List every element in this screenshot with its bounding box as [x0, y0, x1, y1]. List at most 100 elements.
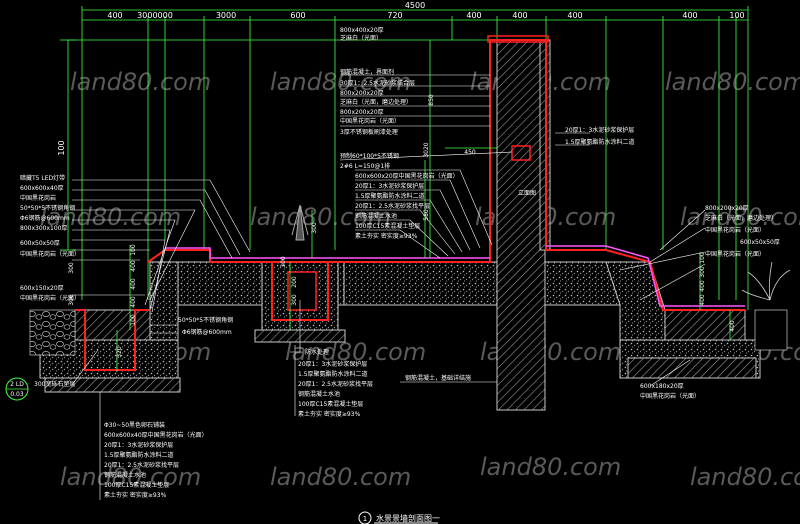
top-dimension-text: 4500 400 3000000 3000 600 720 400 400 40…	[57, 1, 745, 156]
wall-dimensions: 450 3020 850 580 300	[311, 94, 476, 234]
watermark: land80.com	[480, 453, 621, 481]
right-layer-label: 1.5厚聚氨酯防水涂料二道	[565, 138, 635, 146]
dimension-label: 400	[567, 11, 582, 20]
dimension-label: 100	[130, 314, 137, 326]
watermark: land80.com	[60, 463, 201, 491]
mid-layer-label: 1.5厚聚氨酯防水涂料二道	[355, 192, 425, 200]
left-layer-label: 600x50x50厚	[20, 240, 60, 247]
right-dimension-text: 100 300 400 400 400	[699, 252, 736, 332]
dimension-label: 720	[387, 11, 402, 20]
watermark: land80.com	[250, 203, 391, 231]
outlet-box	[511, 145, 531, 161]
right-bottom-label: 600x180x20厚	[640, 383, 684, 390]
dimension-label: 300	[311, 222, 318, 234]
left-layer-label: 800x300x100厚	[20, 225, 67, 232]
center-pit-inner	[287, 271, 317, 311]
left-layer-label: Φ6钢筋@600mm	[20, 214, 70, 222]
list-item: 1.5厚聚氨酯防水涂料二道	[104, 451, 174, 459]
dimension-label: 300	[699, 266, 706, 278]
cap-label: 800x400x20厚	[340, 27, 384, 34]
list-item: 100厚C15素混凝土垫层	[104, 481, 169, 489]
right-bottom-label: 中国黑花岗岩（光面）	[640, 392, 700, 400]
list-item: 钢筋混凝土水池	[104, 471, 146, 479]
right-layer-label: 20厚1：3水泥砂浆保护层	[565, 126, 634, 134]
height-dimension: 100	[57, 140, 66, 155]
dimension-label: 300	[280, 256, 287, 268]
right-annotations: 800x200x20厚 芝麻白（光面，磨边处理） 中国黑花岗岩（光面） 600x…	[640, 205, 780, 400]
left-layer-label: 600x150x20厚	[20, 285, 64, 292]
cap-note: 芝麻白（光面）	[340, 34, 382, 42]
dimension-label: 100	[699, 252, 706, 264]
wall-layer-label: 800x200x20厚	[340, 90, 384, 97]
list-item: 钢筋混凝土水池	[298, 390, 340, 398]
dimension-label: 3000000	[137, 11, 173, 20]
list-item: 600x600x40厚中国黑花岗岩（光面）	[104, 431, 208, 439]
watermark: land80.com	[665, 68, 800, 96]
dimension-label: 400	[699, 294, 706, 306]
overall-dimension: 4500	[405, 1, 425, 10]
leader-lines	[71, 74, 706, 387]
water-jet-icon	[291, 204, 309, 241]
title-text: 水景景墙剖面图一	[376, 513, 440, 523]
plant-icon	[741, 261, 791, 301]
dimension-label: 100	[729, 11, 744, 20]
watermark: land80.com	[690, 463, 800, 491]
left-bottom-list: Φ30~50黑色卵石铺装 600x600x40厚中国黑花岗岩（光面） 20厚1：…	[99, 392, 208, 500]
watermark: land80.com	[285, 338, 426, 366]
list-item: 素土夯实 密实度≥93%	[298, 410, 361, 418]
wall-layer-label: 芝麻白（光面，磨边处理）	[340, 98, 412, 106]
left-layer-label: 中国黑花岗岩（光面）	[20, 250, 80, 258]
vertical-dimensions	[116, 40, 731, 372]
drawing-title: 1 水景景墙剖面图一	[358, 511, 440, 524]
column-note: 立面图	[518, 189, 536, 197]
wall-layer-label: 800x200x20厚	[340, 109, 384, 116]
dimension-label: 400	[682, 11, 697, 20]
list-item: 20厚1：3水泥砂浆保护层	[104, 441, 173, 449]
right-layer-label: 中国黑花岗岩（光面）	[705, 226, 765, 234]
left-annotations: 暗藏T5 LED灯带 600x600x40厚 中国黑花岗岩 50*50*5不锈钢…	[20, 174, 233, 388]
left-basin-wall	[74, 309, 151, 341]
wall-cap	[487, 35, 549, 43]
watermark: land80.com	[70, 68, 211, 96]
wall-annotations: 800x400x20厚 芝麻白（光面） 钢筋混凝土，界面剂 30厚1：2.5水泥…	[340, 27, 635, 382]
center-bottom-list: 防水处理 20厚1：3水泥砂浆保护层 1.5厚聚氨酯防水涂料二道 20厚1：2.…	[294, 345, 373, 418]
dimension-label: 320	[116, 346, 123, 358]
watermark: land80.com	[270, 68, 411, 96]
watermark: land80.com	[680, 203, 800, 231]
right-layer-label: 600x50x50厚	[740, 239, 780, 246]
dimension-label: 200	[291, 276, 298, 288]
list-item: Φ30~50黑色卵石铺装	[104, 421, 165, 429]
left-stone-edge	[29, 309, 76, 356]
dimension-label: 100	[130, 244, 137, 256]
dimension-label: 400	[130, 296, 137, 308]
left-layer-label: 暗藏T5 LED灯带	[20, 174, 65, 182]
bottom-note: 钢筋混凝土，基础详结施	[405, 374, 471, 382]
outlet-label: 2#6 L=150@1排	[340, 162, 390, 170]
dimension-label: 400	[107, 11, 122, 20]
dimension-label: 850	[428, 94, 435, 106]
right-layer-label: 800x200x20厚	[705, 205, 749, 212]
index-callout-top: 2 LD	[10, 381, 24, 388]
center-dimension-text: 200 300 300	[280, 256, 298, 306]
left-layer-label: 50*50*5不锈钢角钢	[20, 204, 75, 212]
mid-layer-label: 素土夯实 密实度≥93%	[355, 232, 418, 240]
mid-layer-label: 20厚1：3水泥砂浆保护层	[355, 182, 424, 190]
list-item: 20厚1：2.5水泥砂浆找平层	[104, 461, 179, 469]
index-callout: 2 LD 0.03	[5, 377, 29, 401]
list-item: 防水处理	[305, 348, 329, 356]
dimension-label: 300	[68, 294, 75, 306]
right-footing-base	[627, 357, 757, 379]
mid-layer-label: 100厚C15素混凝土垫层	[355, 222, 420, 230]
wall-layer-label: 钢筋混凝土，界面剂	[340, 68, 394, 76]
outlet-label: 预制60*100*5不锈钢	[340, 152, 399, 160]
top-dimension-chain	[60, 6, 749, 310]
dimension-label: 400	[466, 11, 481, 20]
dimension-label: 300	[68, 262, 75, 274]
left-layer-label: 600x600x40厚	[20, 185, 64, 192]
dimension-label: 600	[290, 11, 305, 20]
dimension-label: 450	[464, 149, 476, 156]
mid-layer-label: 600x600x20厚中国黑花岗岩（光面）	[355, 172, 459, 180]
dimension-label: 580	[423, 209, 430, 221]
wall-layer-label: 3厚不锈钢板刷漆处理	[340, 128, 398, 136]
